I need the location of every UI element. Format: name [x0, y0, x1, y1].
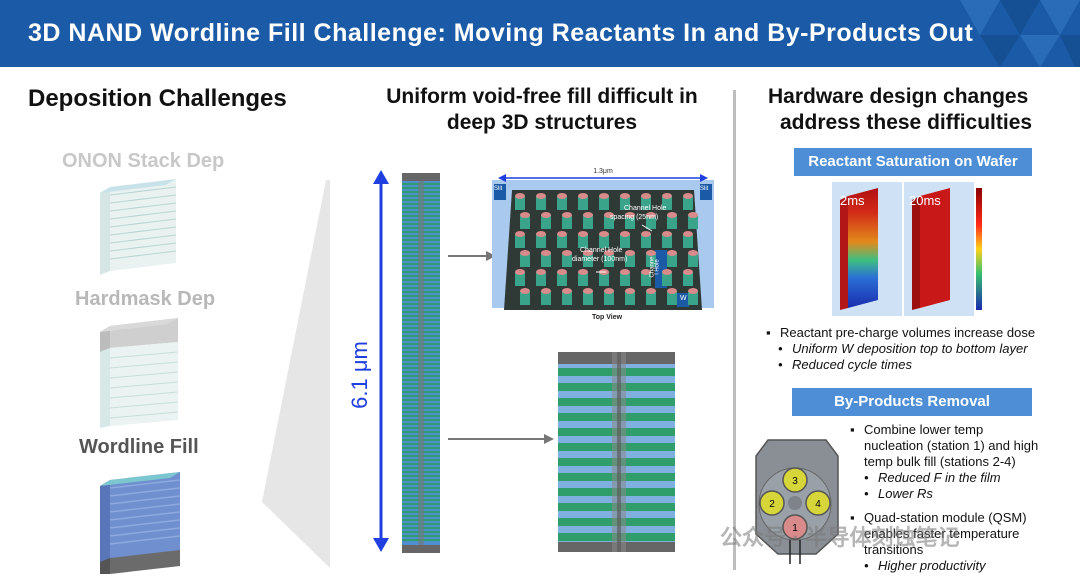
sim-label-2ms: 2ms — [840, 193, 865, 208]
reactant-sub-2: Reduced cycle times — [792, 357, 912, 372]
station-1-label: 1 — [792, 523, 798, 534]
byproduct-bullet-1-line1: Combine lower temp — [864, 422, 984, 437]
middle-title-line2: deep 3D structures — [446, 111, 638, 134]
slit-left-label: Slit — [494, 186, 503, 192]
hardmask-dep-label: Hardmask Dep — [75, 288, 216, 310]
slit-right-label: Slit — [700, 186, 709, 192]
station-4-label: 4 — [815, 499, 821, 510]
arrow-to-cross-section — [448, 434, 554, 444]
station-2-label: 2 — [769, 499, 775, 510]
byproduct-bullet-2-line1: Quad-station module (QSM) — [864, 510, 1027, 525]
reactant-bullet-main: Reactant pre-charge volumes increase dos… — [780, 325, 1036, 340]
spacing-label-2: spacing (25nm) — [610, 214, 659, 221]
diameter-label-2: diameter (100nm) — [572, 256, 628, 263]
height-label: 6.1 μm — [347, 341, 372, 409]
channel-hole-label-2: l Hole — [654, 259, 661, 275]
slide-title: 3D NAND Wordline Fill Challenge: Moving … — [28, 19, 974, 47]
w-label: W — [680, 295, 687, 302]
byproduct-sub-2: Lower Rs — [878, 486, 933, 501]
sim-label-20ms: 20ms — [909, 193, 941, 208]
top-view-width-label: 1.3μm — [593, 168, 613, 175]
zoom-wedge — [262, 180, 330, 568]
diameter-label-1: Channel Hole — [580, 247, 623, 254]
wordline-fill-label: Wordline Fill — [79, 436, 199, 458]
quad-station-module: 3 2 4 1 — [755, 439, 839, 564]
wordline-fill-block — [100, 472, 181, 574]
spacing-label-1: Channel Hole — [624, 205, 667, 212]
reactant-saturation-banner: Reactant Saturation on Wafer — [794, 148, 1032, 176]
onon-stack-dep-label: ONON Stack Dep — [62, 150, 225, 172]
reactant-sub-1: Uniform W deposition top to bottom layer — [792, 341, 1028, 356]
byproduct-bullet-2-line2: enables faster temperature — [864, 526, 1020, 541]
byproduct-sub-1: Reduced F in the film — [878, 470, 1001, 485]
header-decoration — [960, 0, 1080, 67]
deposition-challenges-title: Deposition Challenges — [28, 85, 287, 112]
byproduct-bullet-1-line2: nucleation (station 1) and high — [864, 438, 1039, 453]
middle-title-line1: Uniform void-free fill difficult in — [386, 85, 698, 108]
top-view-image: 1.3μm Slit Slit Channel Hole spacing (25… — [492, 168, 714, 326]
right-title-line2: address these difficulties — [780, 111, 1033, 134]
tall-wordline-stack — [402, 173, 440, 553]
right-title-line1: Hardware design changes — [768, 85, 1029, 108]
byproduct-sub-3: Higher productivity — [878, 558, 986, 573]
reactant-bullets: ▪Reactant pre-charge volumes increase do… — [766, 325, 1036, 372]
simulation-image — [832, 182, 982, 316]
arrow-to-top-view — [448, 251, 496, 261]
header-bar: 3D NAND Wordline Fill Challenge: Moving … — [0, 0, 1080, 67]
column-divider — [733, 90, 736, 570]
by-products-removal-banner: By-Products Removal — [792, 388, 1032, 416]
byproduct-bullet-1-line3: temp bulk fill (stations 2-4) — [864, 454, 1016, 469]
onon-stack-block — [100, 179, 177, 275]
height-arrow — [373, 170, 389, 552]
hardmask-block — [100, 318, 179, 428]
cross-section-image — [558, 352, 675, 552]
station-3-label: 3 — [792, 476, 798, 487]
top-view-caption: Top View — [591, 314, 623, 321]
watermark: 公众号 · 半导体刻蚀笔记 — [720, 525, 960, 550]
byproduct-bullets: ▪Combine lower temp nucleation (station … — [850, 422, 1039, 573]
byproduct-bullet-2-line3: transitions — [864, 542, 924, 557]
